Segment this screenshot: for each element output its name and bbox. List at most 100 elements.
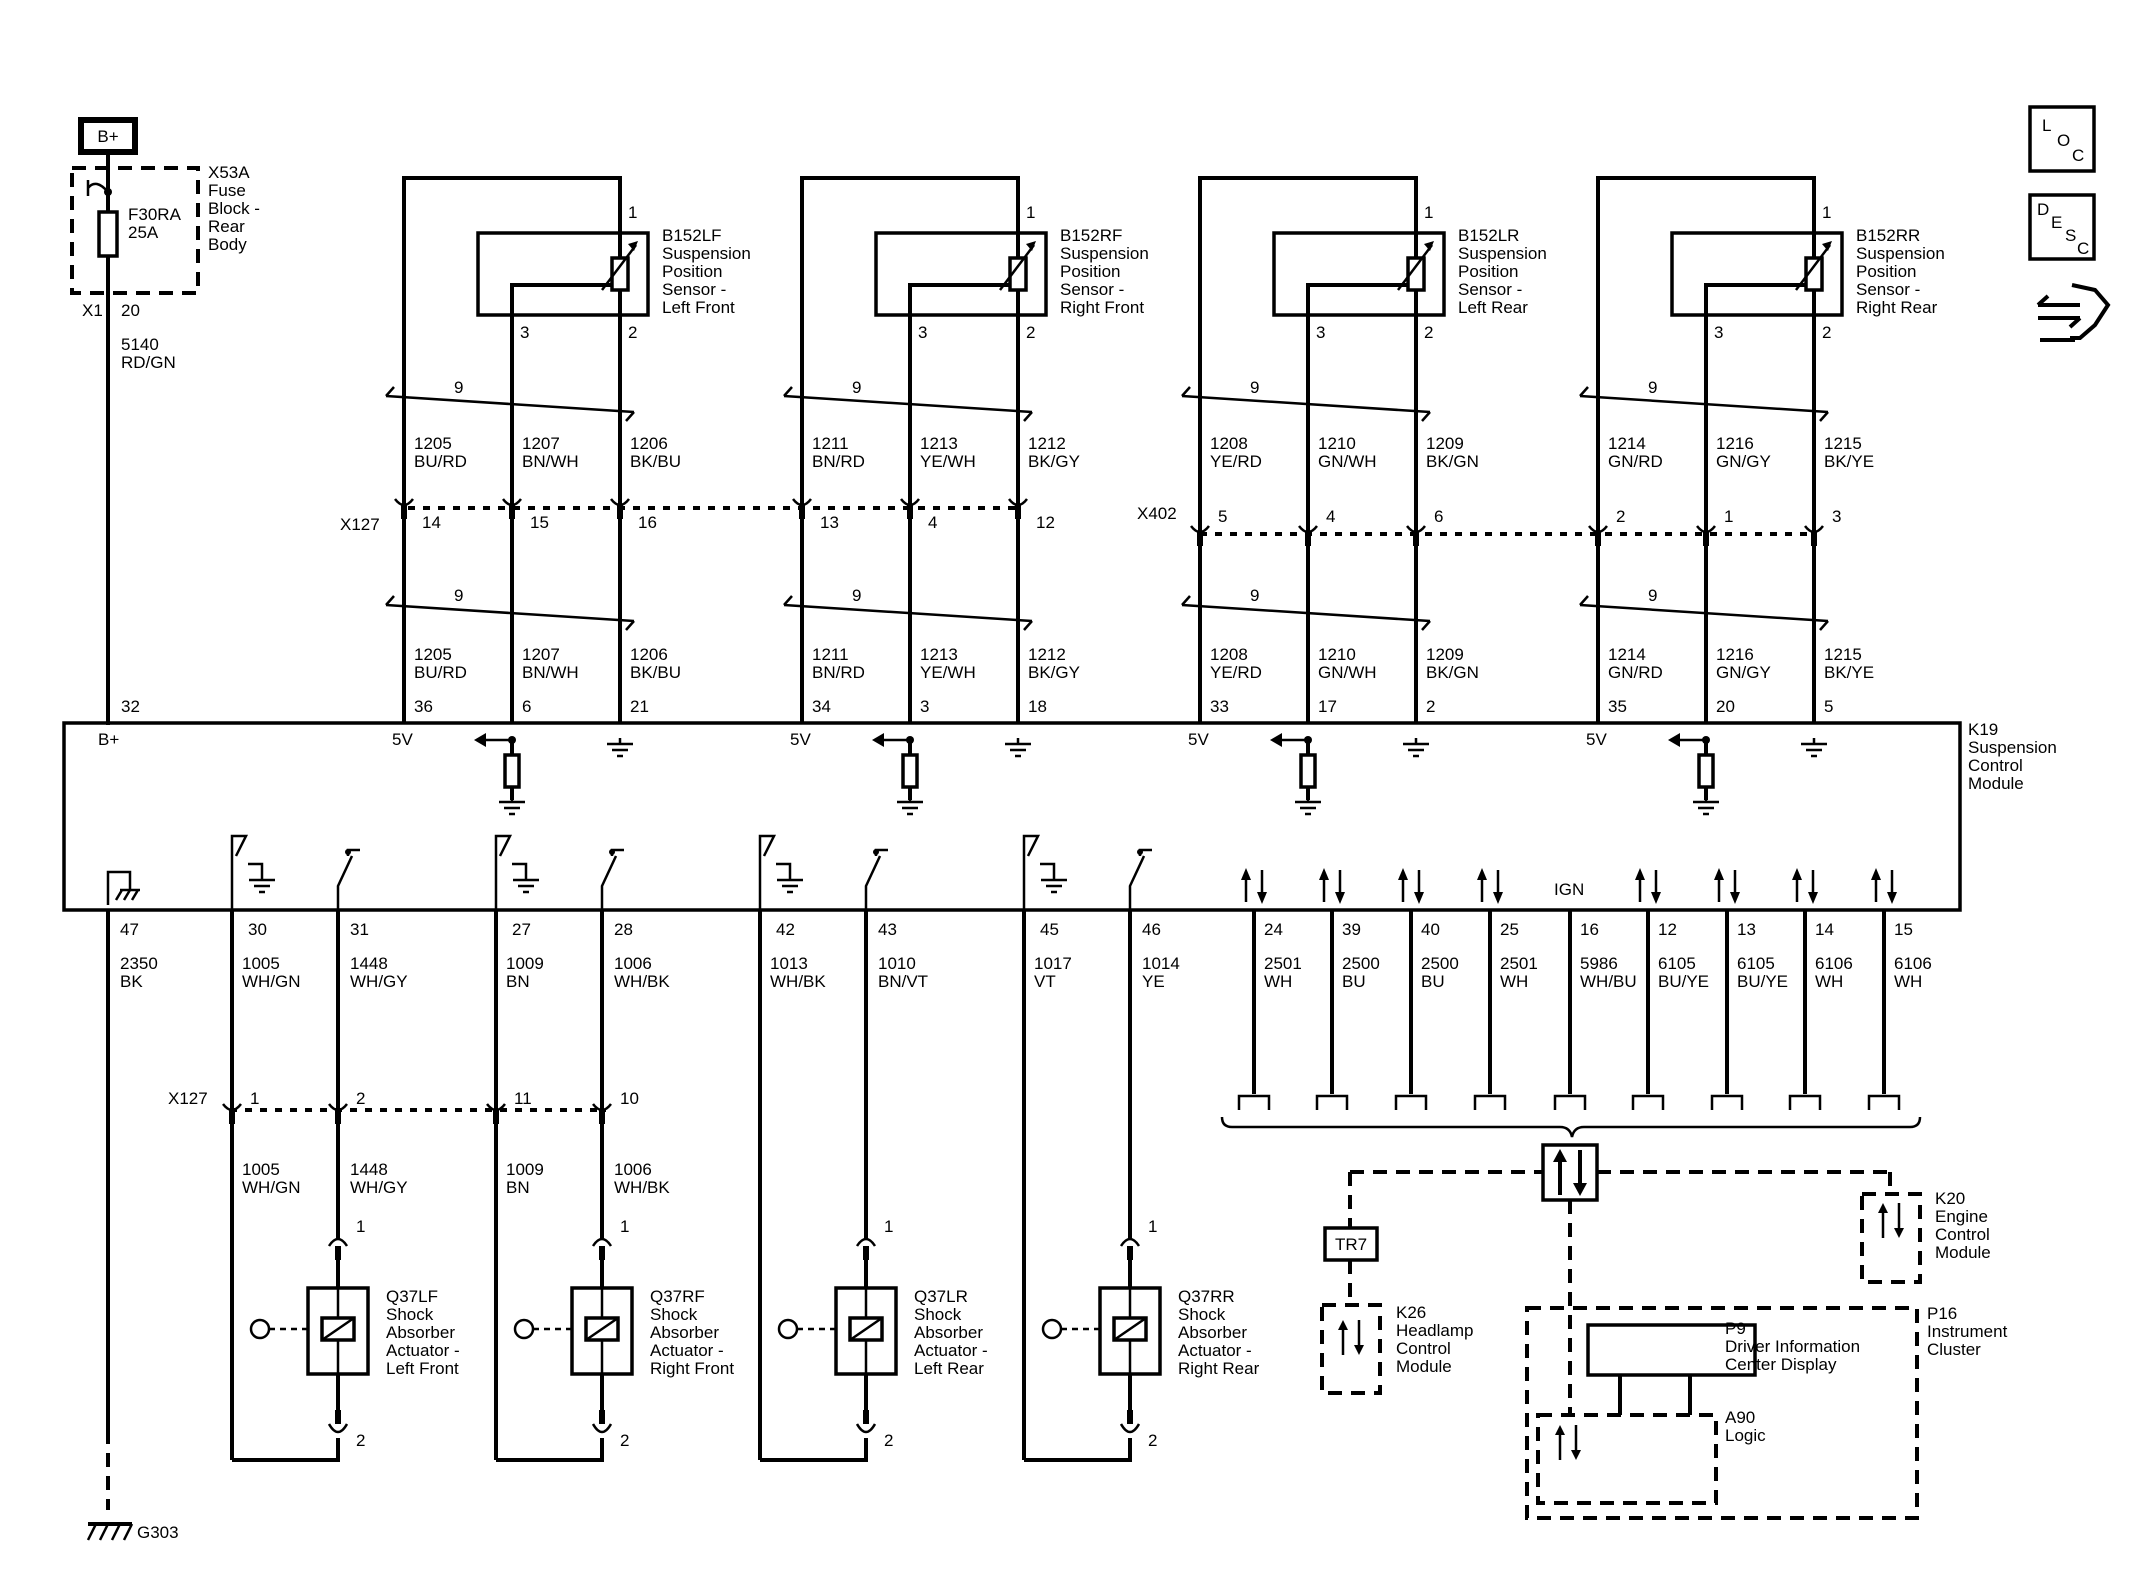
sensor-id: B152RF bbox=[1060, 226, 1122, 245]
actuator-name: Absorber bbox=[650, 1323, 719, 1342]
sensor-name: Left Rear bbox=[1458, 298, 1528, 317]
wire-circuit: 1213 bbox=[920, 434, 958, 453]
ground-icon bbox=[777, 874, 803, 894]
wire-circuit: 5986 bbox=[1580, 954, 1618, 973]
high-side-driver-icon bbox=[864, 848, 888, 910]
low-side-driver-icon bbox=[494, 834, 539, 910]
wire-color: GN/GY bbox=[1716, 663, 1771, 682]
connector-cavity bbox=[610, 498, 630, 519]
sensor-name: Position bbox=[662, 262, 722, 281]
svg-text:O: O bbox=[2057, 131, 2070, 150]
connector-pin: 2 bbox=[356, 1089, 365, 1108]
module-pin: 5 bbox=[1824, 697, 1833, 716]
module-5v-label: 5V bbox=[1586, 730, 1607, 749]
connector-pin: 4 bbox=[928, 513, 937, 532]
loc-icon[interactable]: L O C bbox=[2028, 105, 2096, 173]
ground-icon bbox=[1041, 874, 1067, 894]
wire-circuit: 6106 bbox=[1894, 954, 1932, 973]
wire-color: BU/YE bbox=[1658, 972, 1709, 991]
module-id: K19 bbox=[1968, 720, 1998, 739]
connector-pin: 15 bbox=[530, 513, 549, 532]
wire-circuit: 1205 bbox=[414, 645, 452, 664]
svg-text:E: E bbox=[2051, 213, 2062, 232]
wire-color: BK/YE bbox=[1824, 452, 1874, 471]
wire-color: BN/VT bbox=[878, 972, 928, 991]
wire-color: WH/BK bbox=[614, 972, 670, 991]
module-pin: 28 bbox=[614, 920, 633, 939]
module-5v-label: 5V bbox=[1188, 730, 1209, 749]
twisted-pair-mark bbox=[385, 595, 635, 631]
connector-pin: 4 bbox=[1326, 507, 1335, 526]
mechanical-link-icon bbox=[777, 1318, 799, 1340]
actuator-pin: 1 bbox=[1148, 1217, 1157, 1236]
connector-pin: 1 bbox=[1724, 507, 1733, 526]
wire-color: WH/GN bbox=[242, 1178, 301, 1197]
module-top-pins: 32 bbox=[121, 697, 140, 716]
pull-down-resistor-icon bbox=[1299, 753, 1317, 789]
connector-cavity bbox=[394, 498, 414, 519]
connector-pin: 10 bbox=[620, 1089, 639, 1108]
actuator-name: Actuator - bbox=[386, 1341, 460, 1360]
actuator-name: Shock bbox=[650, 1305, 698, 1324]
twist-label: 9 bbox=[852, 378, 861, 397]
battery-label: B+ bbox=[97, 127, 118, 146]
wire-color: WH/BU bbox=[1580, 972, 1637, 991]
module-pin: 34 bbox=[812, 697, 831, 716]
wire-color: BK/BU bbox=[630, 663, 681, 682]
connector-tool-icon[interactable] bbox=[2036, 283, 2111, 342]
twisted-pair-mark bbox=[1181, 595, 1431, 631]
twisted-pair-mark bbox=[1579, 386, 1829, 422]
module-pin: 13 bbox=[1737, 920, 1756, 939]
actuator-name: Shock bbox=[386, 1305, 434, 1324]
mechanical-link-icon bbox=[249, 1318, 271, 1340]
sensor-pin: 2 bbox=[1424, 323, 1433, 342]
sensor-name: Sensor - bbox=[1458, 280, 1522, 299]
module-pin: 2 bbox=[1426, 697, 1435, 716]
sensor-name: Right Front bbox=[1060, 298, 1144, 317]
wire-color: WH/GY bbox=[350, 972, 408, 991]
ground-icon bbox=[1005, 738, 1031, 758]
wire-circuit: 2500 bbox=[1342, 954, 1380, 973]
p9-name: Driver Information Center Display bbox=[1725, 1337, 1860, 1374]
wire-color: WH bbox=[1264, 972, 1292, 991]
wire-circuit: 1215 bbox=[1824, 645, 1862, 664]
wire-circuit: 1215 bbox=[1824, 434, 1862, 453]
twist-label: 9 bbox=[1250, 586, 1259, 605]
svg-text:Instrument: Instrument bbox=[1927, 1322, 2008, 1341]
svg-text:Module: Module bbox=[1935, 1243, 1991, 1262]
x127-bottom-label: X127 bbox=[168, 1089, 208, 1108]
data-wires: 242501WH392500BU402500BU252501WH165986WH… bbox=[1237, 868, 1932, 1110]
actuator-name: Left Rear bbox=[914, 1359, 984, 1378]
wire-circuit: 1009 bbox=[506, 1160, 544, 1179]
ground-icon bbox=[1693, 796, 1719, 816]
k20-arrows-icon bbox=[1878, 1203, 1904, 1238]
sensor-pin: 3 bbox=[520, 323, 529, 342]
module-pin: 42 bbox=[776, 920, 795, 939]
module-name: Suspension Control Module bbox=[1968, 738, 2057, 793]
wire-circuit: 1209 bbox=[1426, 645, 1464, 664]
wire-circuit: 1214 bbox=[1608, 645, 1646, 664]
wire-circuit: 1210 bbox=[1318, 434, 1356, 453]
sensor-pin: 3 bbox=[918, 323, 927, 342]
wire-color: GN/GY bbox=[1716, 452, 1771, 471]
wire-circuit: 6105 bbox=[1658, 954, 1696, 973]
desc-icon[interactable]: D E S C bbox=[2028, 193, 2096, 261]
sensor-name: Suspension bbox=[662, 244, 751, 263]
wire-circuit: 1211 bbox=[812, 645, 849, 664]
actuator-name: Actuator - bbox=[1178, 1341, 1252, 1360]
gateway-arrows-icon bbox=[1553, 1149, 1587, 1196]
fuse-block-name: Fuse Block - Rear Body bbox=[208, 181, 260, 254]
sensor-name: Suspension bbox=[1060, 244, 1149, 263]
a90-arrows-icon bbox=[1555, 1425, 1581, 1460]
module-pin: 46 bbox=[1142, 920, 1161, 939]
wire-color: BN/RD bbox=[812, 663, 865, 682]
wire-circuit: 1006 bbox=[614, 954, 652, 973]
connector-cavity bbox=[592, 1103, 612, 1124]
sensor-name: Right Rear bbox=[1856, 298, 1938, 317]
wire-color: YE/RD bbox=[1210, 663, 1262, 682]
